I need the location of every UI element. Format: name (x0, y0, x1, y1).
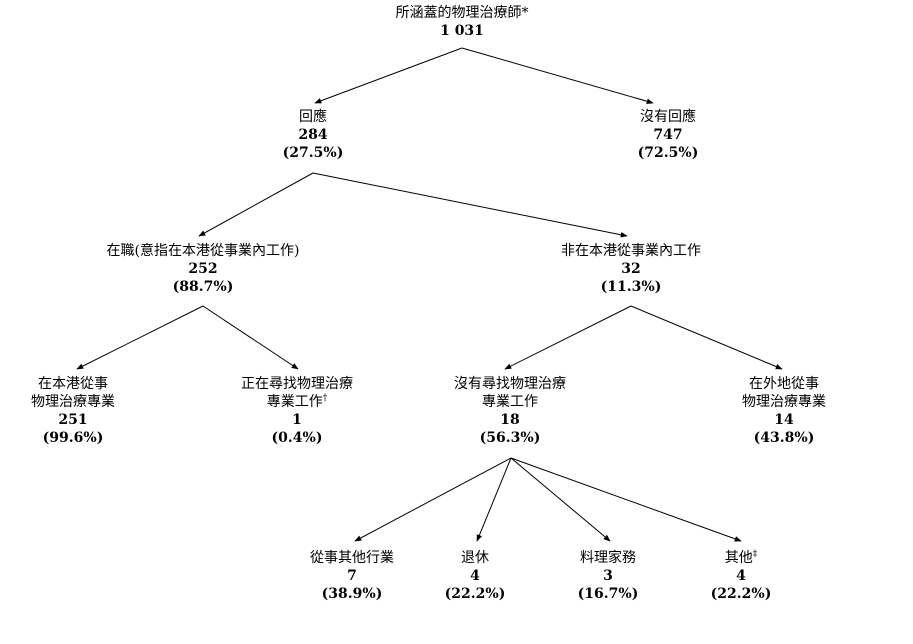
node-local-practice: 在本港從事 物理治療專業 251 (99.6%) (13, 375, 133, 447)
node-seeking-job: 正在尋找物理治療 專業工作† 1 (0.4%) (227, 375, 367, 447)
node-label-line2: 專業工作 (482, 394, 538, 410)
dagger-mark: † (322, 393, 328, 404)
node-count: 284 (298, 127, 328, 143)
edge-employed-seeking (202, 305, 299, 370)
node-label: 從事其他行業 (310, 550, 394, 566)
node-label-line1: 在本港從事 (38, 376, 108, 392)
node-retired: 退休 4 (22.2%) (430, 549, 520, 603)
node-percent: (99.6%) (42, 430, 104, 446)
node-count: 18 (500, 412, 520, 428)
node-percent: (11.3%) (600, 279, 662, 295)
node-label: 退休 (461, 550, 489, 566)
node-label-line1: 正在尋找物理治療 (241, 376, 353, 392)
node-practice-abroad: 在外地從事 物理治療專業 14 (43.8%) (724, 375, 844, 447)
node-not-working-locally: 非在本港從事業內工作 32 (11.3%) (531, 242, 731, 296)
node-label-text: 專業工作 (266, 394, 323, 410)
node-not-seeking-job: 沒有尋找物理治療 專業工作 18 (56.3%) (440, 375, 580, 447)
node-percent: (16.7%) (577, 586, 639, 602)
node-percent: (56.3%) (479, 430, 541, 446)
edge-total-noresp (461, 47, 654, 104)
node-count: 1 (292, 412, 302, 428)
node-count: 14 (774, 412, 794, 428)
node-count: 7 (347, 568, 357, 584)
node-count: 1 031 (440, 23, 484, 39)
edge-notlocal-abroad (630, 305, 783, 370)
node-count: 3 (603, 568, 613, 584)
node-percent: (43.8%) (753, 430, 815, 446)
node-percent: (0.4%) (271, 430, 323, 446)
node-percent: (88.7%) (172, 279, 234, 295)
edge-notseeking-household (510, 457, 611, 542)
node-count: 747 (653, 127, 683, 143)
edge-notseeking-retired (476, 457, 512, 542)
edge-resp-employed (198, 172, 314, 237)
node-percent: (38.9%) (321, 586, 383, 602)
node-label-line1: 在外地從事 (749, 376, 819, 392)
edge-notseeking-others (510, 457, 742, 542)
node-percent: (72.5%) (637, 145, 699, 161)
node-count: 4 (470, 568, 480, 584)
node-label: 所涵蓋的物理治療師* (395, 5, 529, 21)
node-label-line2: 專業工作† (227, 393, 367, 411)
edge-notseeking-otherind (354, 457, 512, 542)
node-label: 其他 (724, 550, 753, 566)
node-count: 4 (736, 568, 746, 584)
node-label: 料理家務 (580, 550, 636, 566)
node-employed-locally: 在職(意指在本港從事業內工作) 252 (88.7%) (73, 242, 333, 296)
node-count: 32 (621, 261, 641, 277)
node-others: 其他‡ 4 (22.2%) (696, 549, 786, 603)
node-total-physiotherapists: 所涵蓋的物理治療師* 1 031 (362, 4, 562, 40)
double-dagger-mark: ‡ (752, 549, 758, 560)
node-not-responded: 沒有回應 747 (72.5%) (608, 108, 728, 162)
node-percent: (27.5%) (282, 145, 344, 161)
node-label: 沒有回應 (640, 109, 696, 125)
node-label: 非在本港從事業內工作 (561, 243, 701, 259)
node-percent: (22.2%) (710, 586, 772, 602)
node-label: 回應 (299, 109, 327, 125)
node-count: 252 (188, 261, 218, 277)
node-label: 在職(意指在本港從事業內工作) (106, 243, 300, 259)
node-count: 251 (58, 412, 88, 428)
node-household-duties: 料理家務 3 (16.7%) (563, 549, 653, 603)
edge-total-resp (314, 47, 463, 104)
edge-employed-local (76, 305, 204, 370)
node-label-line1: 沒有尋找物理治療 (454, 376, 566, 392)
edge-resp-notlocal (312, 172, 628, 238)
edge-notlocal-notseeking (504, 305, 632, 370)
node-percent: (22.2%) (444, 586, 506, 602)
node-responded: 回應 284 (27.5%) (253, 108, 373, 162)
node-other-industries: 從事其他行業 7 (38.9%) (297, 549, 407, 603)
node-label-line2: 物理治療專業 (742, 394, 826, 410)
node-label-line2: 物理治療專業 (31, 394, 115, 410)
